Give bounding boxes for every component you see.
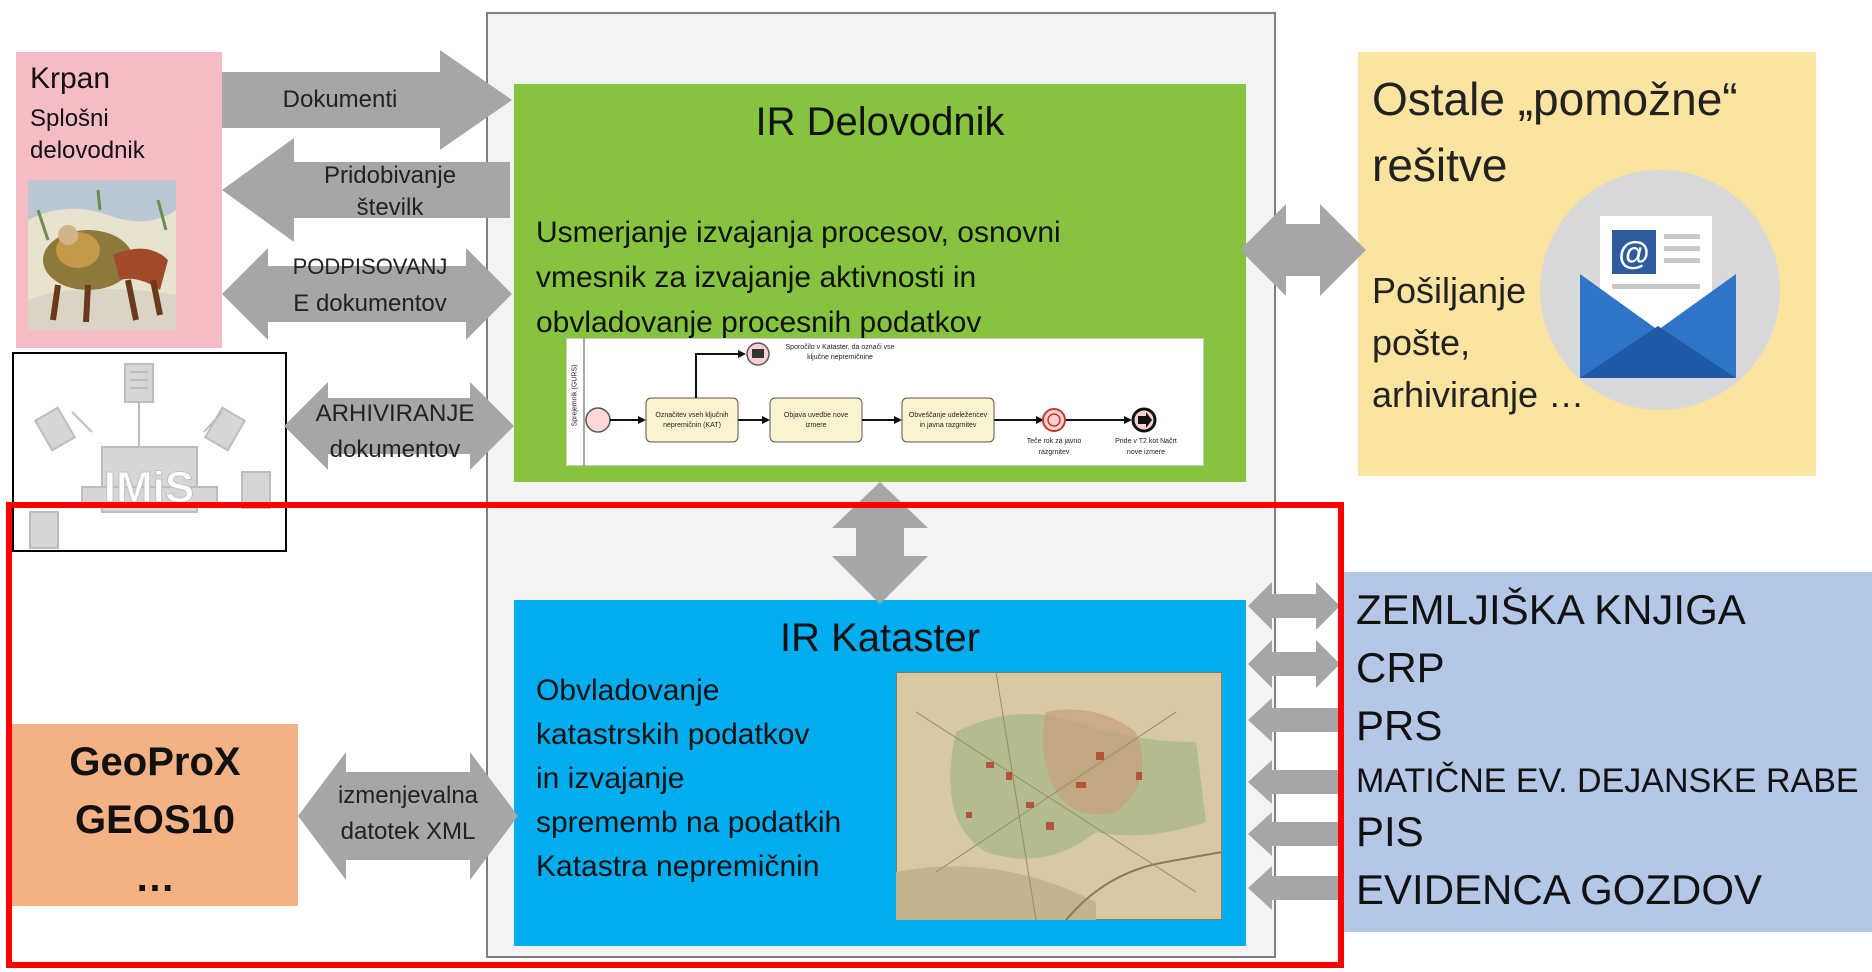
- arrow-label-podpisovanje-line2: E dokumentov: [293, 290, 447, 317]
- arrow-label-pridobivanje-line1: Pridobivanje: [323, 162, 457, 189]
- krpan-subtitle-line1: Splošni: [30, 105, 109, 132]
- register-pis: PIS: [1356, 808, 1424, 855]
- arrow-label-arhiviranje-line2: dokumentov: [329, 436, 461, 463]
- register-crp: CRP: [1356, 644, 1445, 691]
- arrow-label-arhiviranje-line1: ARHIVIRANJE: [315, 400, 475, 427]
- bpmn-task2-line1: Objava uvedbe nove: [783, 412, 849, 419]
- krpan-subtitle-line2: delovodnik: [30, 137, 145, 164]
- kataster-desc-line1: Obvladovanje: [536, 674, 720, 707]
- arrow-arhiviranje: [284, 382, 514, 470]
- bpmn-timer-line1: Teče rok za javno: [1026, 438, 1082, 445]
- register-prs: PRS: [1356, 702, 1443, 749]
- svg-text:@: @: [1618, 235, 1649, 271]
- register-zemljiska-knjiga: ZEMLJIŠKA KNJIGA: [1356, 586, 1746, 633]
- arrow-delovodnik-kataster: [832, 482, 928, 604]
- arrow-register-prs: [1248, 698, 1340, 742]
- arrow-register-gozdov: [1248, 866, 1340, 910]
- timer-event: [1042, 408, 1066, 432]
- ostale-desc-line2: pošte,: [1372, 322, 1471, 363]
- register-maticne-ev: MATIČNE EV. DEJANSKE RABE: [1356, 762, 1859, 800]
- arrow-izmenjevalna: [298, 752, 518, 880]
- bpmn-task1-line2: nepremičnin (KAT): [663, 422, 721, 429]
- bpmn-task2-line2: izmere: [805, 422, 827, 429]
- bpmn-msg-line1: Sporočilo v Kataster, da označi vse: [785, 344, 895, 351]
- kataster-desc-line2: katastrskih podatkov: [536, 718, 810, 751]
- bpmn-end-line1: Pride v T2 kot Načrt: [1115, 438, 1177, 445]
- arrow-label-podpisovanje-line1: PODPISOVANJ: [292, 254, 448, 279]
- geoprox-line1: GeoProX: [69, 740, 241, 784]
- bpmn-task1-line1: Označitev vseh ključnih: [655, 412, 729, 419]
- delovodnik-desc-line3: obvladovanje procesnih podatkov: [536, 306, 982, 339]
- kataster-desc-line3: in izvajanje: [536, 762, 685, 795]
- kataster-title: IR Kataster: [779, 616, 981, 660]
- ostale-title-line2: rešitve: [1372, 139, 1508, 191]
- ostale-title-line1: Ostale „pomožne“: [1372, 73, 1738, 125]
- ostale-desc-line3: arhiviranje …: [1372, 374, 1585, 415]
- arrow-pridobivanje: [222, 138, 510, 242]
- arrow-register-crp: [1248, 640, 1340, 688]
- kataster-desc-line5: Katastra nepremičnin: [536, 850, 820, 883]
- bpmn-task3-line2: in javna razgrnitev: [919, 422, 977, 429]
- geoprox-line3: …: [135, 856, 175, 900]
- bpmn-diagram-shapes: [583, 338, 1157, 466]
- bpmn-timer-line2: razgrnitev: [1038, 449, 1070, 456]
- arrow-label-pridobivanje-line2: številk: [356, 194, 424, 221]
- envelope-icon: @: [1540, 170, 1780, 410]
- bpmn-task3-line1: Obveščanje udeležencev: [908, 412, 988, 419]
- delovodnik-desc-line2: vmesnik za izvajanje aktivnosti in: [536, 261, 977, 294]
- arrow-register-zk: [1248, 582, 1340, 630]
- delovodnik-title: IR Delovodnik: [755, 100, 1005, 144]
- registers-box: [1344, 572, 1872, 932]
- cadastral-map: [896, 672, 1222, 920]
- arrow-register-maticne: [1248, 760, 1340, 804]
- arrow-label-izmenjevalna-line1: izmenjevalna: [337, 782, 479, 809]
- arrow-podpisovanje: [222, 248, 512, 340]
- geoprox-line2: GEOS10: [74, 798, 236, 842]
- arrow-label-izmenjevalna-line2: datotek XML: [340, 818, 476, 845]
- arrow-label-dokumenti: Dokumenti: [282, 86, 398, 113]
- ostale-desc-line1: Pošiljanje: [1372, 270, 1527, 311]
- highlight-frame: [6, 502, 1344, 968]
- kataster-desc-line4: sprememb na podatkih: [536, 806, 842, 839]
- geoprox-box: [12, 724, 298, 906]
- krpan-title: Krpan: [30, 62, 111, 95]
- arrow-dokumenti: [222, 50, 512, 150]
- arrow-delovodnik-ostale: [1240, 204, 1366, 296]
- bpmn-end-line2: nove izmere: [1126, 449, 1166, 456]
- register-evidenca-gozdov: EVIDENCA GOZDOV: [1356, 866, 1763, 913]
- arrow-register-pis: [1248, 812, 1340, 856]
- krpan-illustration: [28, 180, 176, 330]
- bpmn-msg-line2: ključne nepremičnine: [807, 354, 873, 361]
- delovodnik-desc-line1: Usmerjanje izvajanja procesov, osnovni: [536, 216, 1061, 249]
